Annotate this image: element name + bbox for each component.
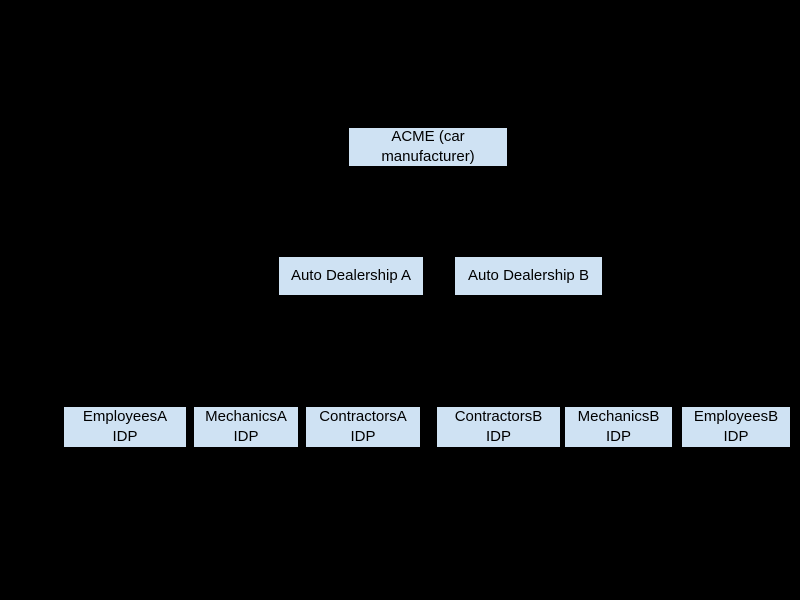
node-auto-dealership-a: Auto Dealership A bbox=[278, 256, 424, 296]
node-label-line: manufacturer) bbox=[381, 148, 475, 165]
node-label-line: Auto Dealership B bbox=[468, 267, 589, 284]
node-label-line: Auto Dealership A bbox=[290, 267, 412, 284]
node-mechanics-a-idp: MechanicsA IDP bbox=[193, 406, 299, 448]
node-label-line: IDP bbox=[350, 428, 376, 445]
node-label-line: ContractorsB bbox=[454, 408, 543, 425]
node-label-line: IDP bbox=[605, 428, 631, 445]
node-label-line: IDP bbox=[112, 428, 138, 445]
node-label-line: IDP bbox=[233, 428, 259, 445]
node-contractors-b-idp: ContractorsB IDP bbox=[436, 406, 561, 448]
node-label-line: IDP bbox=[485, 428, 511, 445]
node-label-line: MechanicsB bbox=[577, 408, 660, 425]
node-label-line: EmployeesB bbox=[693, 408, 779, 425]
node-label-line: IDP bbox=[723, 428, 749, 445]
node-label-line: MechanicsA bbox=[205, 408, 287, 425]
node-label-line: ContractorsA bbox=[319, 408, 407, 425]
node-auto-dealership-b: Auto Dealership B bbox=[454, 256, 603, 296]
node-label-line: EmployeesA bbox=[82, 408, 168, 425]
node-acme: ACME (car manufacturer) bbox=[348, 127, 508, 167]
node-mechanics-b-idp: MechanicsB IDP bbox=[564, 406, 673, 448]
node-employees-a-idp: EmployeesA IDP bbox=[63, 406, 187, 448]
node-contractors-a-idp: ContractorsA IDP bbox=[305, 406, 421, 448]
node-employees-b-idp: EmployeesB IDP bbox=[681, 406, 791, 448]
node-label-line: ACME (car bbox=[391, 128, 465, 145]
